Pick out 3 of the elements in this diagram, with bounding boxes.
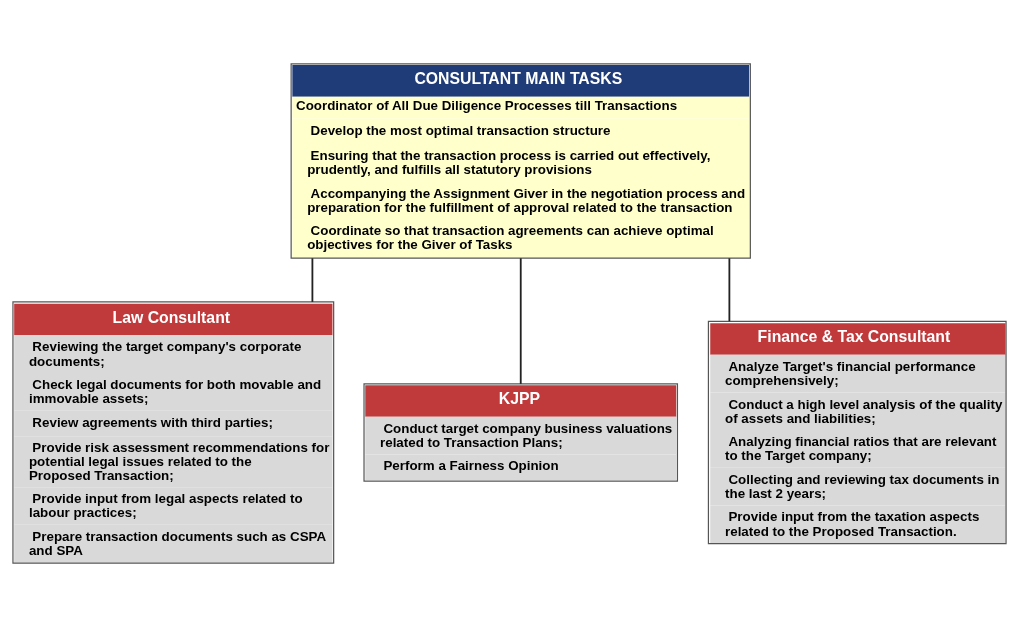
connector	[728, 256, 731, 322]
connector	[519, 256, 522, 385]
connector	[311, 256, 314, 303]
